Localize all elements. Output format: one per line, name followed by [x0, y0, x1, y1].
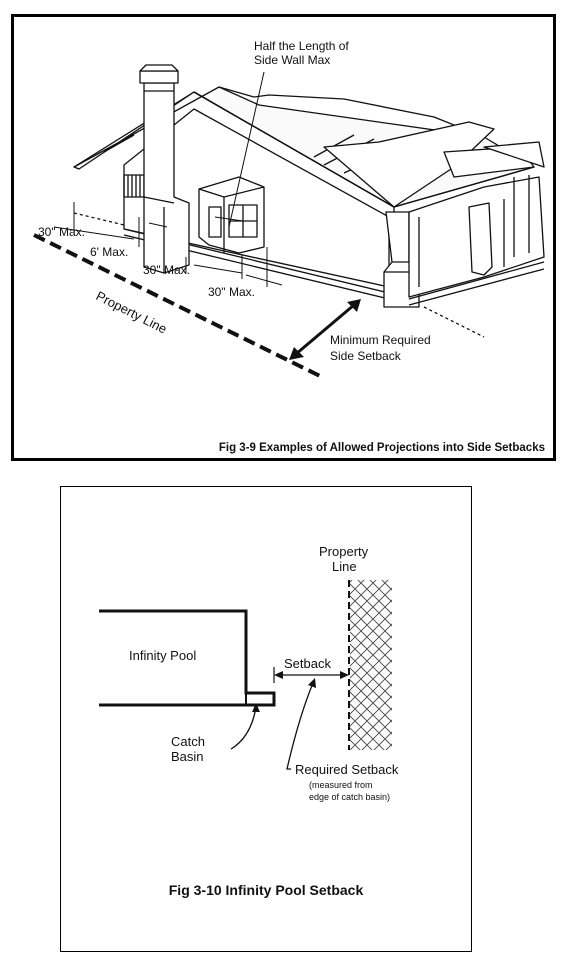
figure-3-9-panel: Half the Length of Side Wall Max 30" Max…: [11, 14, 556, 461]
catch-basin: [245, 692, 275, 706]
label-side-setback: Side Setback: [330, 349, 401, 363]
label-property: Property: [319, 544, 369, 559]
label-setback: Setback: [284, 656, 331, 671]
chimney: [143, 82, 190, 274]
label-30-max-right: 30" Max.: [208, 285, 255, 299]
label-30-max-left: 30" Max.: [38, 225, 85, 239]
front-gable: [323, 121, 495, 208]
neighbor-property-hatch: [350, 580, 392, 750]
label-required-setback: Required Setback: [295, 762, 399, 777]
label-infinity-pool: Infinity Pool: [129, 648, 197, 663]
house-projection-drawing: [33, 64, 545, 379]
label-line: Line: [332, 559, 357, 574]
label-side-wall-max: Side Wall Max: [254, 53, 331, 67]
label-measured-from: (measured from: [309, 780, 373, 790]
infinity-pool-diagram: [99, 580, 392, 770]
figure-3-10-panel: Property Line Infinity Pool Setback Catc…: [60, 486, 472, 952]
label-minimum-required: Minimum Required: [330, 333, 431, 347]
label-basin: Basin: [171, 749, 204, 764]
setback-arrow: [295, 303, 355, 356]
label-30-max-middle: 30" Max.: [143, 263, 190, 277]
label-half-length: Half the Length of: [254, 39, 349, 53]
label-edge-of-catch-basin: edge of catch basin): [309, 792, 391, 802]
figure-3-9-caption: Fig 3-9 Examples of Allowed Projections …: [218, 442, 545, 454]
label-catch: Catch: [171, 734, 205, 749]
figure-3-10-caption: Fig 3-10 Infinity Pool Setback: [168, 882, 364, 898]
label-6-max: 6' Max.: [90, 245, 129, 259]
